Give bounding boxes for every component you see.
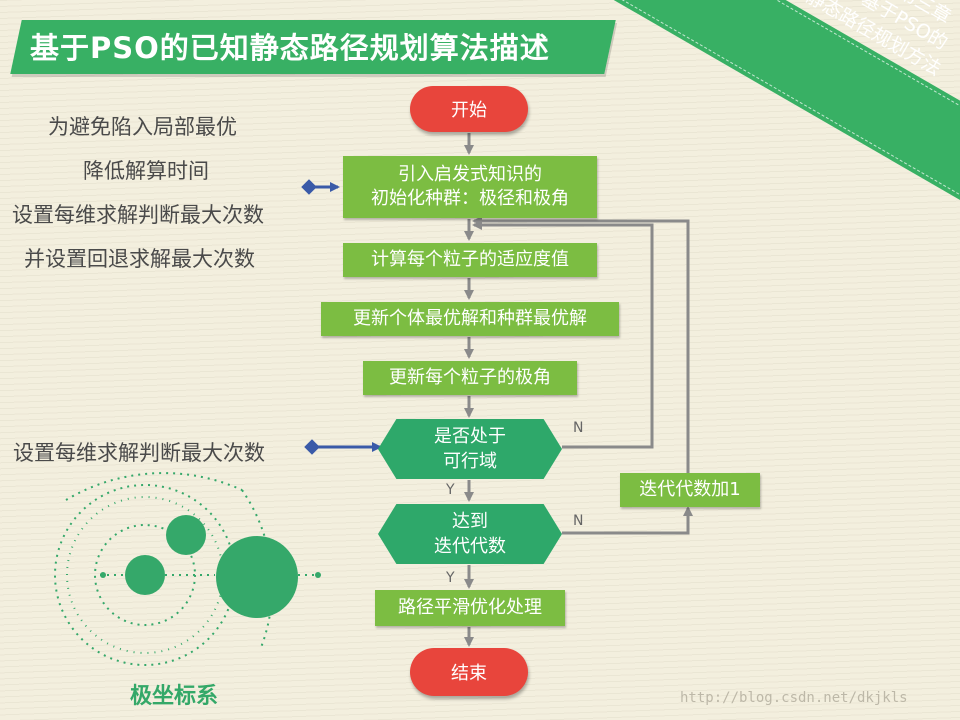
init-line-2: 初始化种群：极径和极角 (371, 188, 569, 209)
label-n-reach: N (573, 513, 584, 529)
note-max-backtrack: 并设置回退求解最大次数 (24, 247, 255, 271)
polar-coordinate-label: 极坐标系 (130, 684, 219, 709)
fitness-box: 计算每个粒子的适应度值 (343, 243, 597, 277)
update-best-box: 更新个体最优解和种群最优解 (321, 302, 619, 336)
feasible-line-2: 可行域 (443, 451, 497, 472)
watermark: http://blog.csdn.net/dkjkls (680, 690, 908, 706)
iteration-increment-box: 迭代代数加1 (620, 473, 760, 507)
feasible-region-decision: 是否处于 可行域 (378, 419, 562, 479)
reach-iterations-decision: 达到 迭代代数 (378, 504, 562, 564)
init-population-box: 引入启发式知识的 初始化种群：极径和极角 (343, 156, 597, 218)
init-line-1: 引入启发式知识的 (398, 164, 542, 185)
note-max-judgments: 设置每维求解判断最大次数 (12, 203, 264, 227)
note-avoid-local-optimum: 为避免陷入局部最优 (48, 115, 237, 139)
path-smoothing-box: 路径平滑优化处理 (375, 590, 565, 626)
polar-coordinate-illustration (54, 472, 321, 666)
start-node: 开始 (410, 86, 528, 132)
label-y-reach: Y (446, 570, 455, 586)
label-y-feasible: Y (446, 482, 455, 498)
end-node: 结束 (410, 648, 528, 696)
note-max-judgments-2: 设置每维求解判断最大次数 (13, 441, 265, 465)
note-reduce-time: 降低解算时间 (83, 159, 209, 183)
page-title: 基于PSO的已知静态路径规划算法描述 (30, 31, 550, 65)
update-angle-box: 更新每个粒子的极角 (363, 361, 577, 395)
label-n-feasible: N (573, 420, 584, 436)
feasible-line-1: 是否处于 (434, 426, 506, 447)
reach-line-1: 达到 (452, 511, 488, 532)
reach-line-2: 迭代代数 (434, 536, 506, 557)
